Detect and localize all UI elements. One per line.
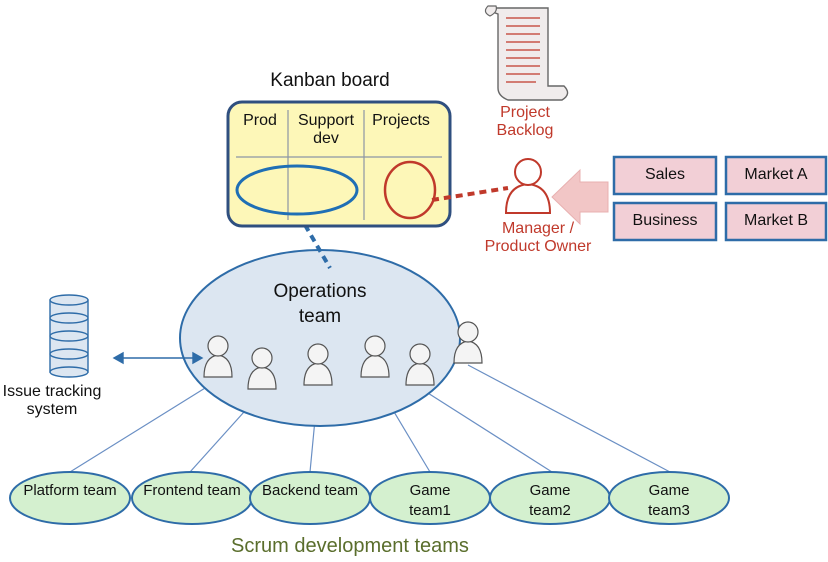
platform-team-ellipse	[9, 471, 131, 525]
scrum-teams-caption: Scrum development teams	[231, 535, 469, 557]
person-icon	[453, 321, 483, 364]
database-icon	[49, 294, 89, 378]
person-icon	[303, 343, 333, 386]
person-icon	[247, 347, 277, 390]
team-label-platform: Platform team	[23, 482, 117, 499]
kanban-column-support-dev: Support dev	[297, 112, 355, 148]
connector-platform	[69, 379, 219, 473]
kanban-column-projects: Projects	[372, 112, 430, 129]
person-icon	[360, 335, 390, 378]
stakeholder-arrow-icon	[551, 168, 609, 226]
manager-person-icon	[504, 158, 552, 214]
business-box	[612, 201, 718, 242]
person-icon	[203, 335, 233, 378]
team-label-frontend: Frontend team	[143, 482, 241, 499]
project-work-oval	[383, 160, 437, 220]
kanban-board-title: Kanban board	[270, 70, 390, 91]
team-label-game3: Game team3	[648, 482, 690, 519]
team-label-game2: Game team2	[529, 482, 571, 519]
project-backlog-label: Project Backlog	[496, 104, 554, 140]
connector-game3	[467, 364, 671, 473]
person-icon	[405, 343, 435, 386]
stakeholder-market-b: Market B	[743, 212, 808, 229]
kanban-board-box	[226, 100, 452, 228]
game-team3-ellipse	[608, 471, 730, 525]
market-b-box	[724, 201, 828, 242]
stakeholder-business: Business	[632, 212, 698, 229]
manager-kanban-link	[431, 186, 509, 202]
ops-work-oval	[235, 164, 359, 216]
kanban-column-prod: Prod	[243, 112, 277, 129]
scroll-icon	[484, 5, 569, 101]
scrum-team-ellipses	[9, 471, 730, 525]
stakeholder-market-a: Market A	[744, 166, 808, 183]
stakeholder-sales: Sales	[644, 166, 686, 183]
manager-product-owner-label: Manager / Product Owner	[484, 220, 592, 256]
sales-box	[612, 155, 718, 196]
connector-game2	[419, 387, 553, 473]
issue-tracking-link	[112, 351, 204, 365]
stakeholder-boxes	[612, 155, 828, 242]
team-label-game1: Game team1	[409, 482, 451, 519]
operations-people	[203, 321, 483, 390]
kanban-ops-link	[303, 223, 332, 270]
market-a-box	[724, 155, 828, 196]
issue-tracking-system-label: Issue tracking system	[2, 383, 102, 419]
operations-team-label: Operations team	[273, 281, 367, 327]
team-label-backend: Backend team	[262, 482, 358, 499]
